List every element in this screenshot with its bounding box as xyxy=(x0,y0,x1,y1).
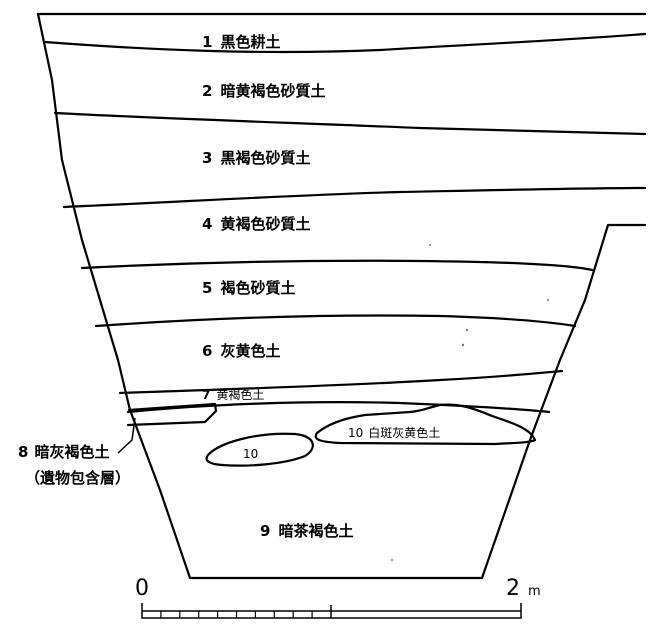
scale-ticks xyxy=(160,611,313,618)
boundary-2-3 xyxy=(53,111,647,136)
layer-8-leader xyxy=(117,417,136,454)
label-layer-10-lens: 10 xyxy=(243,447,258,461)
soil-specks xyxy=(299,159,549,561)
scale-start-label: 0 xyxy=(135,576,149,601)
scale-bar: 0 2 m xyxy=(135,576,541,619)
boundary-7-9 xyxy=(126,401,551,414)
scale-line xyxy=(141,603,522,619)
boundary-6-7 xyxy=(118,369,564,395)
layer-10-lens-small xyxy=(205,432,314,467)
scale-end-label: 2 xyxy=(506,576,520,601)
boundary-3-4 xyxy=(62,186,647,209)
layer-10-lens-large xyxy=(314,403,537,446)
scale-unit-label: m xyxy=(528,584,541,599)
layer-8-wedge xyxy=(126,402,218,427)
boundary-5-6 xyxy=(94,314,577,328)
boundary-1-2 xyxy=(43,32,647,54)
boundary-4-5 xyxy=(80,259,594,272)
pit-outline xyxy=(36,12,647,580)
label-layer-8-note: （遺物包含層） xyxy=(25,469,130,487)
